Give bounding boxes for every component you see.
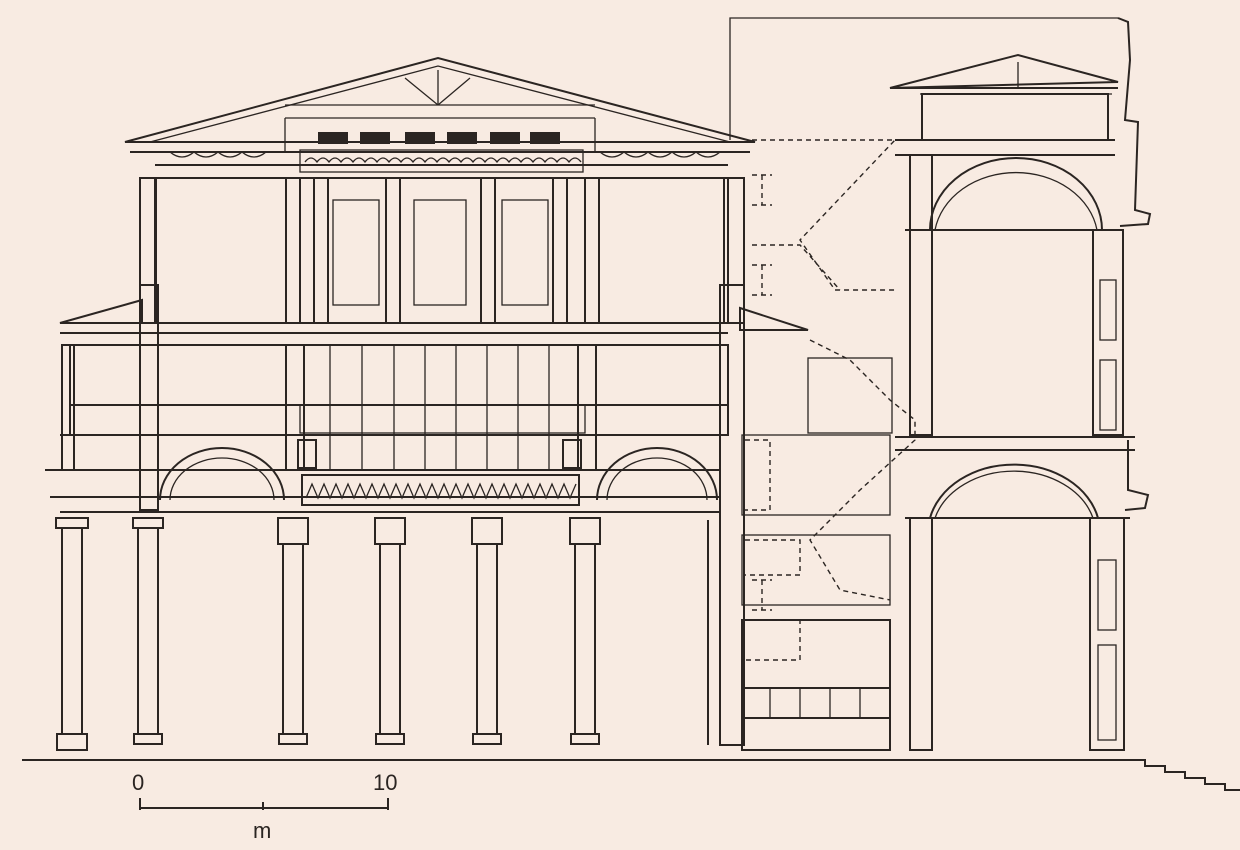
side-section: [889, 17, 1152, 751]
lower-frieze: [45, 447, 720, 513]
scale-bar: 0 10 m: [132, 770, 397, 843]
colonnade: [55, 517, 709, 751]
clerestory-entablature: [155, 149, 728, 179]
ground-line: [22, 759, 1240, 791]
gallery: [60, 344, 729, 471]
clerestory-wall: [139, 177, 745, 324]
scale-unit-label: m: [253, 818, 271, 843]
stair-tower: [729, 17, 1118, 751]
main-pediment: [124, 56, 756, 158]
nave-section: [45, 56, 809, 751]
scale-end-label: 10: [373, 770, 397, 795]
column-1: [55, 517, 89, 751]
scale-start-label: 0: [132, 770, 144, 795]
column-5: [471, 517, 503, 745]
column-3: [277, 517, 309, 745]
outer-pier: [61, 284, 745, 746]
middle-cornice: [59, 298, 809, 346]
column-4: [374, 517, 406, 745]
column-2: [132, 517, 164, 745]
column-6: [569, 517, 601, 745]
